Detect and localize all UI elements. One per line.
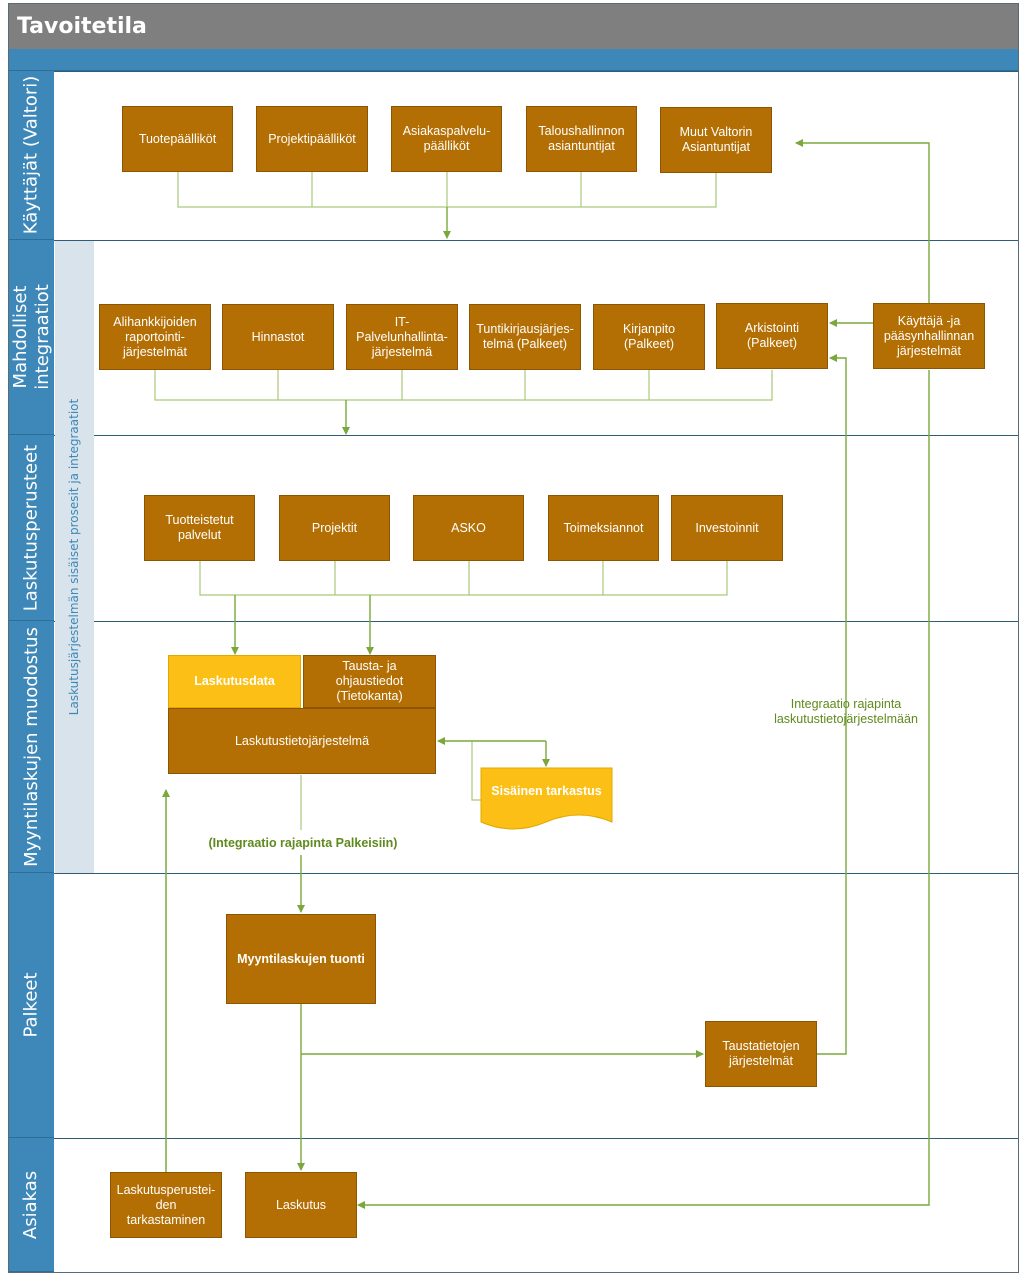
- palkeet-interface-note: (Integraatio rajapinta Palkeisiin): [208, 836, 398, 850]
- lane-users-label: Käyttäjät (Valtori): [20, 75, 42, 235]
- box-bookkeeping: Kirjanpito (Palkeet): [593, 304, 705, 370]
- box-investments: Investoinnit: [671, 495, 783, 561]
- lane-users: Käyttäjät (Valtori): [9, 71, 54, 240]
- box-customer-service-managers: Asiakaspalvelu-päälliköt: [391, 106, 502, 172]
- box-billing-verification: Laskutusperustei-den tarkastaminen: [110, 1172, 222, 1238]
- lane-separator: [54, 621, 1018, 622]
- box-finance-experts: Taloushallinnon asiantuntijat: [526, 106, 637, 172]
- box-other-experts: Muut Valtorin Asiantuntijat: [660, 107, 772, 173]
- lane-separator: [54, 240, 1018, 241]
- box-asko: ASKO: [413, 495, 524, 561]
- lane-invoice-forming: Myyntilaskujen muodostus: [9, 621, 54, 873]
- lane-separator: [54, 873, 1018, 874]
- lane-palkeet-label: Palkeet: [20, 972, 42, 1038]
- box-price-lists: Hinnastot: [222, 304, 334, 370]
- box-project-managers: Projektipäälliköt: [256, 106, 368, 172]
- lane-customer: Asiakas: [9, 1138, 54, 1272]
- box-productized-services: Tuotteistetut palvelut: [144, 495, 255, 561]
- lane-integrations: Mahdolliset integraatiot: [9, 240, 54, 435]
- box-billing-system: Laskutustietojärjestelmä: [168, 708, 436, 774]
- box-time-reporting: Tuntikirjausjärjes-telmä (Palkeet): [469, 304, 581, 370]
- internal-check-label: Sisäinen tarkastus: [491, 784, 602, 798]
- box-invoicing: Laskutus: [245, 1172, 357, 1238]
- box-billing-data: Laskutusdata: [168, 655, 301, 708]
- box-archiving: Arkistointi (Palkeet): [716, 303, 828, 369]
- lane-integrations-label: Mahdolliset integraatiot: [9, 284, 53, 390]
- lane-separator: [54, 71, 1018, 72]
- lane-invoice-forming-label: Myyntilaskujen muodostus: [20, 626, 42, 867]
- lane-billing-basis: Laskutusperusteet: [9, 435, 54, 621]
- box-product-managers: Tuotepäälliköt: [122, 106, 233, 172]
- system-interface-note: Integraatio rajapinta laskutustietojärje…: [774, 697, 918, 726]
- box-access-management: Käyttäjä -ja pääsynhallinnan järjestelmä…: [873, 303, 985, 369]
- lane-separator: [54, 435, 1018, 436]
- title-subbar: [9, 49, 1018, 71]
- box-background-systems: Taustatietojen järjestelmät: [705, 1021, 817, 1087]
- box-subcontractor-reporting: Alihankkijoiden raportointi-järjestelmät: [99, 304, 211, 370]
- lane-palkeet: Palkeet: [9, 873, 54, 1138]
- diagram-title: Tavoitetila: [9, 4, 1018, 49]
- box-background-data: Tausta- ja ohjaustiedot (Tietokanta): [303, 655, 436, 708]
- box-it-service-management: IT-Palvelunhallinta-järjestelmä: [346, 304, 458, 370]
- lane-separator: [54, 1138, 1018, 1139]
- internal-processes-band: Laskutusjärjestelmän sisäiset prosesit j…: [55, 241, 94, 873]
- box-assignments: Toimeksiannot: [548, 495, 659, 561]
- box-projects: Projektit: [279, 495, 390, 561]
- internal-processes-label: Laskutusjärjestelmän sisäiset prosesit j…: [67, 398, 82, 716]
- lane-customer-label: Asiakas: [20, 1170, 42, 1239]
- box-invoice-import: Myyntilaskujen tuonti: [226, 914, 376, 1004]
- diagram-frame: [8, 3, 1019, 1273]
- lane-billing-basis-label: Laskutusperusteet: [20, 444, 42, 611]
